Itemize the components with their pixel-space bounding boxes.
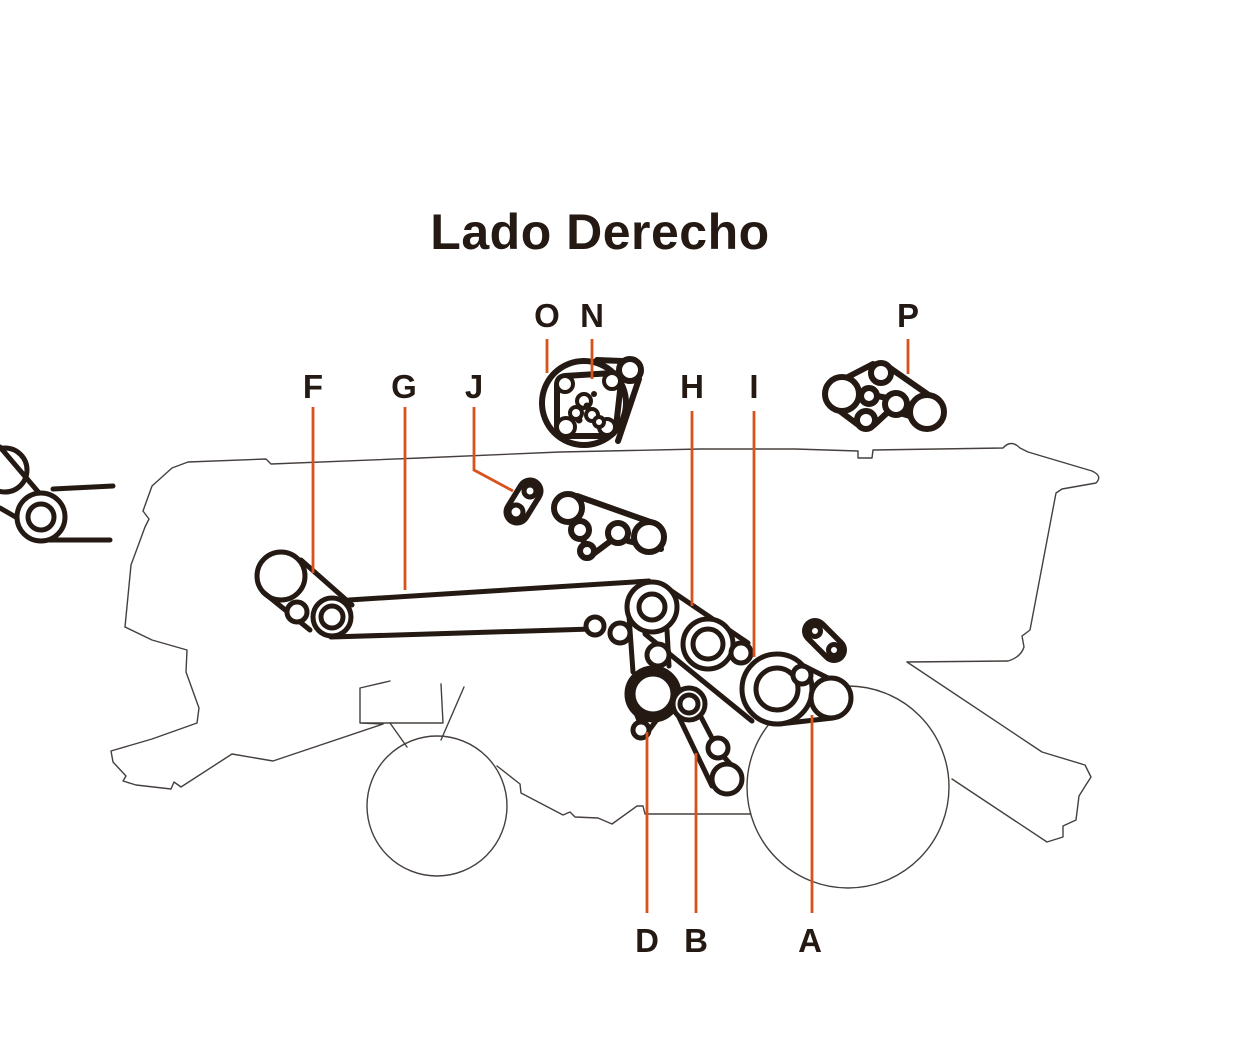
- callout-letter-b: B: [684, 922, 708, 959]
- axle-strut-left: [389, 722, 408, 748]
- callout-letter-n: N: [580, 297, 604, 334]
- belt-part-j: [503, 477, 544, 526]
- belt-assembly-header-left-edge: [0, 444, 116, 544]
- callouts: O N P F G J H: [303, 297, 919, 959]
- callout-d: D: [635, 732, 659, 959]
- axle-box: [359, 680, 444, 725]
- callout-g: G: [391, 368, 417, 590]
- callout-i: I: [749, 368, 759, 657]
- callout-n: N: [580, 297, 604, 379]
- belt-assembly-o-n: [539, 356, 644, 448]
- callout-letter-g: G: [391, 368, 417, 405]
- belt-assembly-p: [822, 360, 947, 432]
- callout-o: O: [534, 297, 560, 373]
- callout-letter-d: D: [635, 922, 659, 959]
- callout-letter-a: A: [798, 922, 822, 959]
- callout-j: J: [465, 368, 514, 493]
- belt-assembly-feeder-drive: [254, 549, 652, 646]
- callout-p: P: [897, 297, 919, 374]
- callout-b: B: [684, 753, 708, 959]
- diagram-title: Lado Derecho: [430, 204, 770, 260]
- callout-f: F: [303, 368, 323, 573]
- axle-strut-right: [440, 686, 465, 741]
- machine-outline: [110, 442, 1100, 889]
- callout-a: A: [798, 715, 822, 959]
- belt-assembly-mid-upper: [551, 491, 667, 561]
- callout-letter-h: H: [680, 368, 704, 405]
- body-bottom-outline: [496, 765, 752, 825]
- belt-assembly-center: [624, 579, 854, 797]
- callout-letter-o: O: [534, 297, 560, 334]
- tail-outline: [906, 661, 1092, 843]
- callout-letter-p: P: [897, 297, 919, 334]
- leader-line-j: [472, 407, 514, 493]
- feeder-outline: [110, 626, 384, 790]
- body-top-outline: [124, 442, 1100, 663]
- callout-h: H: [680, 368, 704, 606]
- front-wheel: [366, 735, 508, 877]
- callout-letter-j: J: [465, 368, 483, 405]
- callout-letter-i: I: [749, 368, 758, 405]
- callout-letter-f: F: [303, 368, 323, 405]
